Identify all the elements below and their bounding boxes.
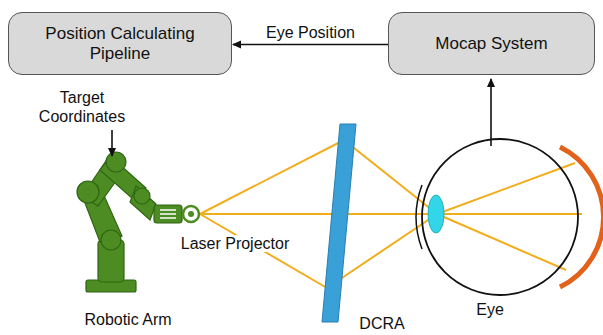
label-holder: Eye	[466, 300, 514, 319]
label-holder: DCRA	[352, 314, 412, 333]
box-text: Position Calculating Pipeline	[25, 24, 215, 64]
part-label: DCRA	[359, 315, 404, 332]
laser-projector	[154, 205, 199, 223]
edge-label: Eye Position	[266, 24, 355, 41]
part-label: Target Coordinates	[39, 89, 125, 125]
eye-to-mocap-arrow	[490, 79, 492, 146]
robotic-arm	[77, 152, 156, 292]
dcra-plate	[322, 124, 356, 322]
label-holder: Target Coordinates	[36, 88, 128, 126]
box-text: Mocap System	[435, 34, 547, 54]
part-label: Eye	[476, 301, 504, 318]
part-label: Laser Projector	[179, 235, 292, 252]
process-box: Position Calculating Pipeline	[8, 12, 232, 75]
edge-label-holder: Eye Position	[266, 23, 355, 42]
label-holder: Robotic Arm	[72, 310, 184, 329]
process-box: Mocap System	[388, 12, 595, 75]
label-holder: Laser Projector	[160, 234, 310, 253]
eye	[416, 139, 603, 295]
light-rays	[200, 140, 582, 288]
target-arrow	[111, 130, 113, 156]
part-label: Robotic Arm	[84, 311, 171, 328]
flow-arrow	[233, 44, 388, 46]
